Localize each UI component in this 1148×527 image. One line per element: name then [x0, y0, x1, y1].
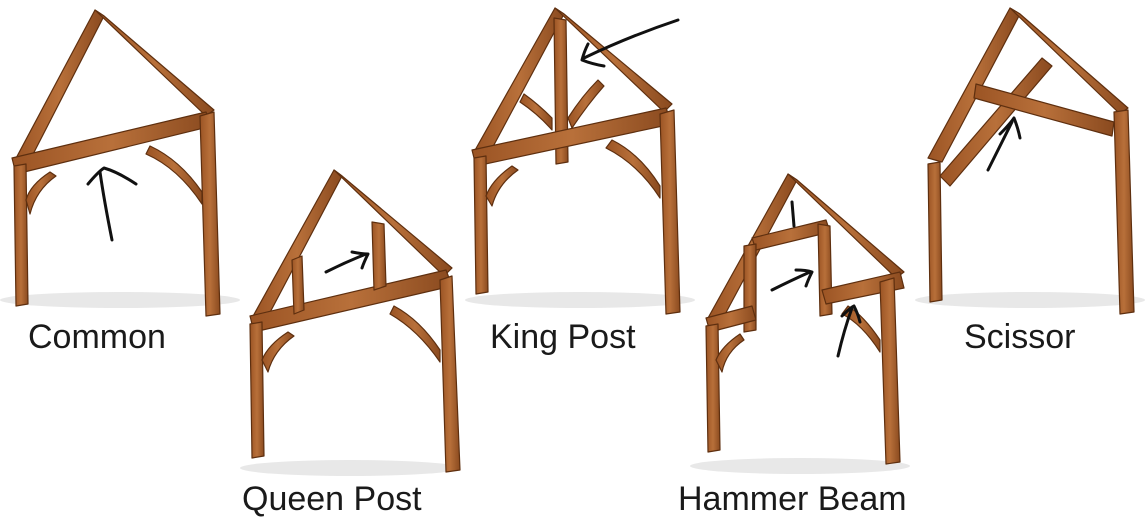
arrow-king-post	[580, 18, 680, 68]
truss-hammer-beam	[690, 173, 910, 474]
truss-king-post	[465, 7, 695, 315]
label-queen-post: Queen Post	[242, 480, 422, 518]
label-common: Common	[28, 318, 166, 356]
truss-scissor	[915, 7, 1145, 315]
arrow-scissor	[986, 116, 1022, 172]
label-hammer-beam: Hammer Beam	[678, 480, 907, 518]
arrow-queen-post	[324, 250, 370, 274]
arrow-hammer-beam	[836, 304, 862, 358]
label-scissor: Scissor	[964, 318, 1076, 356]
arrow-tie-beam	[86, 166, 138, 242]
label-king-post: King Post	[490, 318, 636, 356]
truss-queen-post	[240, 169, 461, 476]
truss-common	[0, 9, 240, 317]
mark-collar	[790, 200, 796, 228]
arrow-hammer-post	[770, 268, 814, 292]
